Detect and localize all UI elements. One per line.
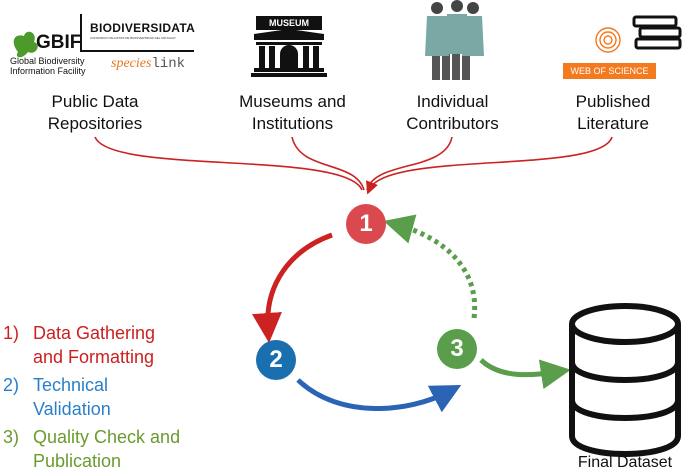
- legend-item-1-cont: and Formatting: [33, 347, 155, 367]
- database-icon: [569, 303, 681, 457]
- arrow-step2-to-step3: [296, 378, 462, 413]
- connector-literature: [366, 136, 613, 195]
- legend-text: Data Gathering: [33, 323, 156, 343]
- gbif-subtitle-line1: Global Biodiversity: [10, 56, 85, 66]
- museum-sign: MUSEUM: [269, 18, 309, 28]
- step-2-node: [256, 340, 296, 380]
- source-label-contributors: Individual Contributors: [390, 91, 515, 135]
- arrow-step3-to-step1-dotted: [383, 214, 478, 319]
- source-label-line1: Public Data: [51, 92, 139, 111]
- contributors-people-icon: [425, 0, 484, 80]
- specieslink-species: species: [111, 56, 152, 71]
- step-2-number: 2: [269, 346, 283, 373]
- source-label-line2: Repositories: [47, 114, 143, 133]
- specieslink-logo: specieslink: [111, 54, 185, 72]
- source-label-repositories: Public Data Repositories: [30, 91, 160, 135]
- connector-contributors: [366, 136, 453, 191]
- gbif-subtitle-line2: Information Facility: [10, 66, 86, 76]
- source-label-literature: Published Literature: [553, 91, 673, 135]
- source-label-line1: Published: [575, 92, 651, 111]
- legend-text: Quality Check and: [33, 427, 181, 447]
- source-label-line2: Institutions: [251, 114, 334, 133]
- legend-item-2-cont: Validation: [33, 399, 111, 419]
- source-label-line1: Individual: [416, 92, 489, 111]
- final-dataset-label: Final Dataset: [577, 454, 673, 471]
- arrow-step3-to-dataset: [479, 358, 571, 390]
- museum-building-icon: [251, 16, 327, 77]
- legend-marker: 3): [3, 427, 20, 447]
- web-of-science-logo: WEB OF SCIENCE: [563, 63, 656, 79]
- source-label-line2: Literature: [577, 114, 649, 133]
- step-1-node: [346, 204, 386, 244]
- gbif-leaf-icon: [13, 31, 38, 58]
- legend-item-3: 3) Quality Check and: [3, 426, 180, 449]
- source-label-line2: Contributors: [406, 114, 499, 133]
- legend-marker: 1): [3, 323, 20, 343]
- books-icon: [632, 15, 682, 50]
- specieslink-link: link: [151, 56, 186, 72]
- arrow-step1-to-step2: [252, 232, 333, 343]
- legend-text: Technical: [33, 375, 109, 395]
- gbif-name: GBIF: [36, 32, 82, 53]
- step-3-node: [437, 329, 477, 369]
- source-label-museums: Museums and Institutions: [225, 91, 360, 135]
- legend-item-1: 1) Data Gathering: [3, 322, 155, 345]
- connector-repositories: [94, 136, 363, 191]
- biodiversidata-name: BIODIVERSIDATA: [90, 21, 196, 35]
- legend-item-3-cont: Publication: [33, 451, 122, 471]
- step-3-number: 3: [450, 335, 464, 362]
- source-connectors: [94, 136, 613, 195]
- biodiversidata-logo: BIODIVERSIDATA CONSORCIO DE DATOS DE BIO…: [80, 14, 196, 52]
- biodiversidata-subtitle: CONSORCIO DE DATOS DE BIODIVERSIDAD DEL …: [90, 36, 176, 40]
- legend-item-2: 2) Technical: [3, 374, 108, 397]
- step-1-number: 1: [359, 210, 373, 237]
- gbif-logo: GBIF: [36, 33, 81, 53]
- legend-marker: 2): [3, 375, 20, 395]
- connector-museums: [291, 136, 365, 191]
- web-of-science-swirl-icon: [595, 27, 621, 53]
- source-label-line1: Museums and: [239, 92, 346, 111]
